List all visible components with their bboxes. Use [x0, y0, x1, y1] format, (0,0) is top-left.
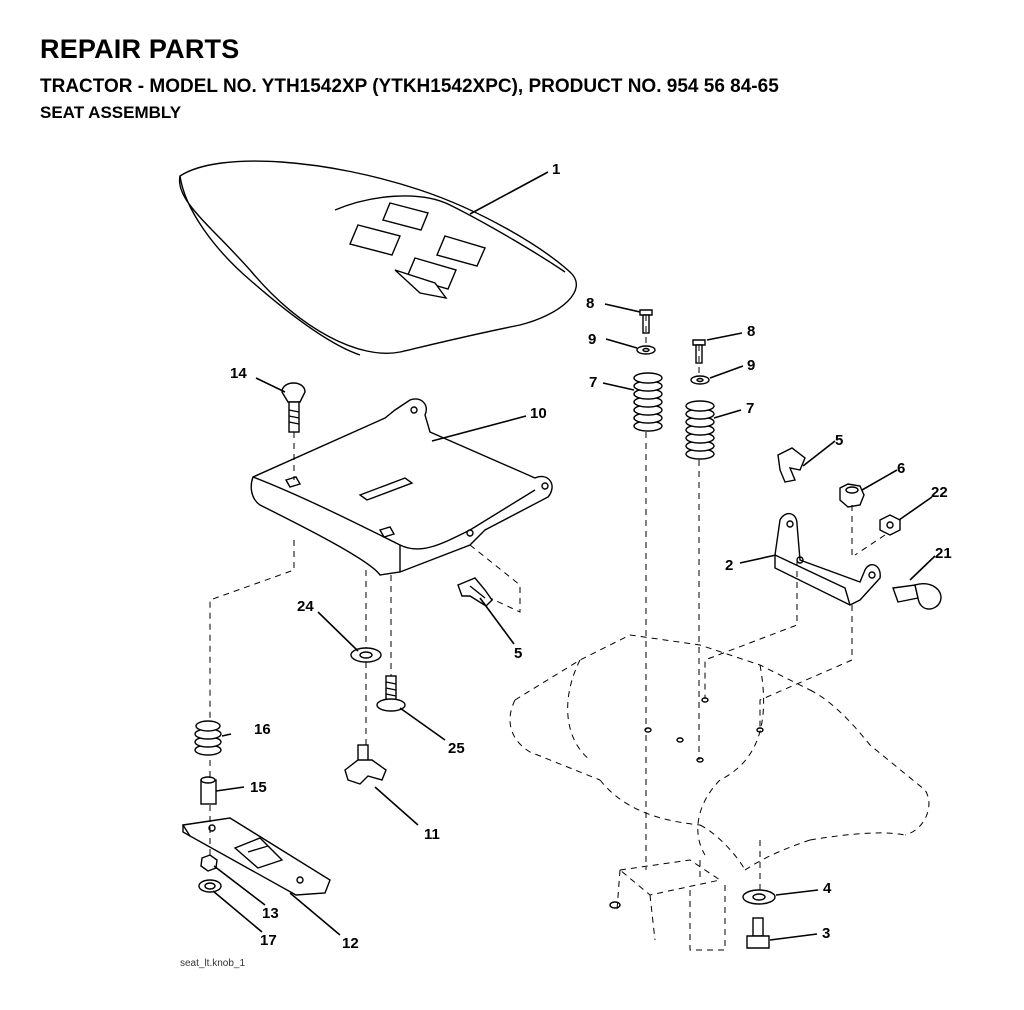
part-washer-9-left: [636, 345, 656, 355]
callout-8-left: 8: [586, 295, 594, 312]
callout-10: 10: [530, 405, 547, 422]
callout-7-left: 7: [589, 374, 597, 391]
callout-15: 15: [250, 779, 267, 796]
alignment-lines: [209, 315, 886, 890]
part-spring-7-left: [633, 372, 663, 432]
tractor-frame-outline: [509, 634, 930, 951]
part-clip-lower: [457, 577, 493, 607]
leader-lines: [212, 171, 936, 941]
callout-9-right: 9: [747, 357, 755, 374]
part-bolt-8-right: [692, 339, 706, 364]
section-title: SEAT ASSEMBLY: [40, 103, 182, 122]
part-clip-upper: [777, 447, 806, 483]
part-washer-4: [742, 889, 776, 905]
part-locknut: [200, 854, 218, 872]
part-bushing: [200, 776, 217, 805]
callout-3: 3: [822, 925, 830, 942]
part-bolt-21: [892, 583, 942, 610]
callout-7-right: 7: [746, 400, 754, 417]
callout-11: 11: [424, 826, 440, 843]
callout-17: 17: [260, 932, 277, 949]
part-knob: [344, 744, 387, 785]
part-washer-9-right: [690, 375, 710, 385]
callout-6: 6: [897, 460, 905, 477]
callout-5-upper: 5: [835, 432, 843, 449]
part-spring-16: [194, 720, 222, 756]
part-seat-pan: [250, 398, 553, 576]
part-carriage-bolt: [281, 382, 306, 433]
page-subtitle: TRACTOR - MODEL NO. YTH1542XP (YTKH1542X…: [40, 76, 779, 97]
callout-13: 13: [262, 905, 279, 922]
part-washer-24: [350, 647, 382, 663]
callout-labels: 1 14 10 16 15 13 17 12 24 25 11 5 8 9 7 …: [230, 161, 952, 952]
callout-16: 16: [254, 721, 271, 738]
callout-12: 12: [342, 935, 359, 952]
callout-14: 14: [230, 365, 247, 382]
callout-5-lower: 5: [514, 645, 522, 662]
callout-22: 22: [931, 484, 948, 501]
callout-1: 1: [552, 161, 560, 178]
callout-4: 4: [823, 880, 832, 897]
callout-21: 21: [935, 545, 952, 562]
part-bracket: [774, 513, 881, 606]
part-spring-7-right: [685, 400, 715, 460]
callout-24: 24: [297, 598, 314, 615]
part-nut-22: [879, 514, 901, 536]
part-hex-nut: [198, 879, 222, 893]
callout-8-right: 8: [747, 323, 755, 340]
part-seat: [178, 160, 577, 356]
figure-code: seat_lt.knob_1: [180, 958, 246, 969]
callout-9-left: 9: [588, 331, 596, 348]
part-nut-6: [839, 483, 865, 508]
part-slide-bracket: [181, 817, 331, 896]
page-title: REPAIR PARTS: [40, 34, 240, 64]
callout-25: 25: [448, 740, 465, 757]
part-bolt-3: [746, 917, 770, 949]
callout-2: 2: [725, 557, 733, 574]
part-shoulder-screw: [376, 675, 406, 712]
